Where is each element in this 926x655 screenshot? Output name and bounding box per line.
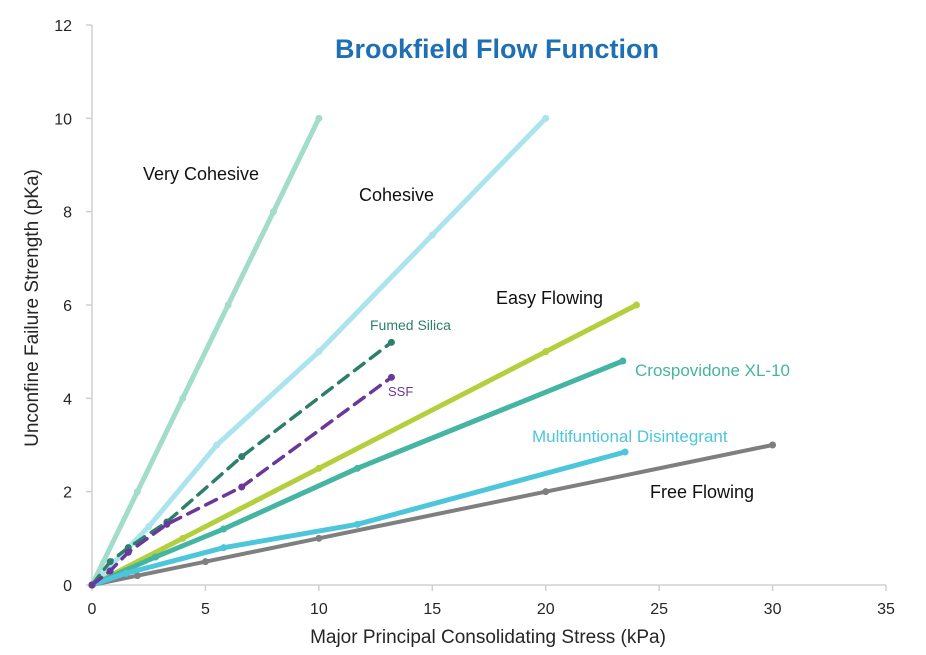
data-point — [269, 208, 277, 216]
y-tick-label: 12 — [54, 18, 72, 35]
data-point — [179, 394, 187, 402]
series-6 — [88, 338, 395, 589]
data-point — [152, 553, 160, 561]
data-point — [315, 348, 323, 356]
x-tick-label: 35 — [877, 601, 895, 618]
series-line — [90, 443, 775, 587]
data-point — [542, 488, 550, 496]
series-label: Fumed Silica — [370, 317, 451, 333]
series-layer — [88, 114, 777, 589]
data-point — [238, 453, 246, 461]
series-line — [89, 115, 322, 588]
data-point — [224, 301, 232, 309]
y-axis-title: Unconfine Failure Strength (pKa) — [22, 169, 43, 447]
data-point — [106, 558, 114, 566]
x-axis-title: Major Principal Consolidating Stress (kP… — [310, 627, 666, 648]
data-point — [201, 558, 209, 566]
chart-title: Brookfield Flow Function — [335, 34, 659, 64]
series-0 — [88, 114, 323, 589]
data-point — [220, 525, 228, 533]
y-tick-label: 10 — [54, 111, 72, 128]
series-1 — [88, 114, 550, 589]
data-point — [315, 534, 323, 542]
region-label: Very Cohesive — [143, 164, 259, 184]
region-label: Cohesive — [359, 185, 434, 205]
data-point — [542, 114, 550, 122]
y-tick-label: 0 — [63, 578, 72, 595]
data-point — [387, 373, 395, 381]
y-tick-label: 4 — [63, 391, 72, 408]
region-label: Easy Flowing — [496, 288, 603, 308]
data-point — [145, 523, 153, 531]
data-point — [213, 441, 221, 449]
region-label: Free Flowing — [650, 482, 754, 502]
series-line — [90, 340, 394, 587]
x-tick-label: 25 — [650, 601, 668, 618]
y-tick-label: 6 — [63, 298, 72, 315]
data-point — [315, 464, 323, 472]
data-point — [179, 534, 187, 542]
data-point — [315, 114, 323, 122]
x-tick-label: 20 — [537, 601, 555, 618]
data-point — [133, 488, 141, 496]
data-point — [133, 572, 141, 580]
data-point — [220, 544, 228, 552]
y-tick-label: 2 — [63, 485, 72, 502]
data-point — [769, 441, 777, 449]
y-tick-label: 8 — [63, 205, 72, 222]
data-point — [238, 483, 246, 491]
x-tick-label: 0 — [88, 601, 97, 618]
series-3 — [88, 441, 777, 589]
data-point — [88, 581, 96, 589]
data-point — [428, 231, 436, 239]
data-point — [353, 464, 361, 472]
axes: 0 5 10 15 20 25 30 35 0 2 4 6 8 10 12 — [54, 18, 895, 618]
series-label: Multifuntional Disintegrant — [532, 427, 728, 446]
x-tick-label: 5 — [201, 601, 210, 618]
data-point — [124, 548, 132, 556]
data-point — [163, 520, 171, 528]
x-tick-label: 30 — [764, 601, 782, 618]
data-point — [106, 567, 114, 575]
x-tick-label: 10 — [310, 601, 328, 618]
data-point — [387, 338, 395, 346]
series-line — [89, 115, 549, 588]
data-point — [621, 448, 629, 456]
data-point — [542, 348, 550, 356]
data-point — [353, 520, 361, 528]
data-point — [122, 569, 130, 577]
x-tick-label: 15 — [423, 601, 441, 618]
series-label: Crospovidone XL-10 — [635, 361, 790, 380]
data-point — [632, 301, 640, 309]
data-point — [619, 357, 627, 365]
series-line — [90, 375, 394, 587]
series-7 — [88, 373, 395, 589]
series-label: SSF — [388, 384, 413, 399]
